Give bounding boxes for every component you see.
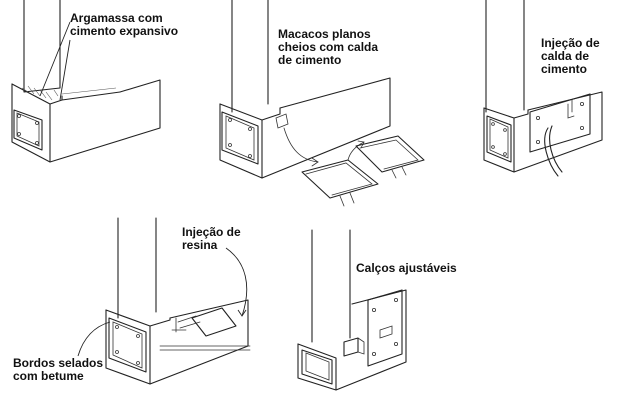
panel-adjustable-shims (297, 229, 407, 391)
label-calcos: Calços ajustáveis (356, 261, 457, 275)
label-bordos: Bordos selados com betume (13, 356, 104, 383)
panel-grout-injection (483, 0, 603, 177)
panel-resin-injection (77, 217, 251, 385)
label-macacos: Macacos planos cheios com calda de cimen… (278, 27, 379, 67)
panel-expansive-mortar (11, 0, 161, 163)
panel-flat-jacks (219, 0, 425, 207)
label-argamassa: Argamassa com cimento expansivo (70, 11, 179, 38)
label-injecao-resina: Injeção de resina (182, 225, 241, 252)
label-injecao-calda: Injeção de calda de cimento (541, 36, 600, 76)
